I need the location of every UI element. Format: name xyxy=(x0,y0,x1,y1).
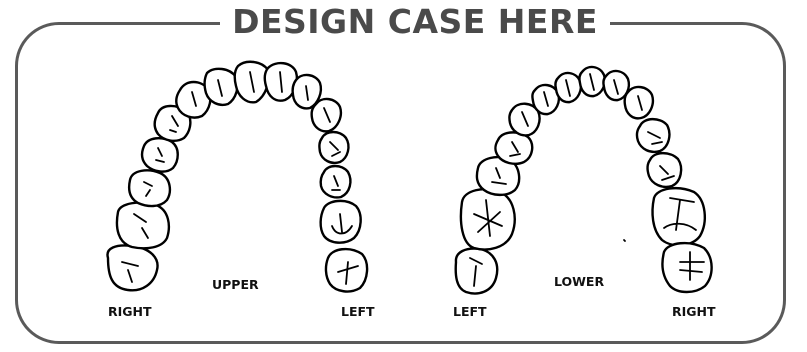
lower-tooth-37 xyxy=(456,249,498,294)
lower-tooth-43 xyxy=(625,87,653,118)
lower-tooth-34 xyxy=(495,132,532,163)
lower-arch: LOWER LEFT RIGHT xyxy=(453,67,716,319)
upper-arch: UPPER RIGHT LEFT xyxy=(108,62,376,319)
lower-side-right-label: RIGHT xyxy=(672,304,716,319)
upper-tooth-16 xyxy=(129,170,170,206)
upper-side-right-label: RIGHT xyxy=(108,304,152,319)
upper-arch-label: UPPER xyxy=(212,277,259,292)
upper-tooth-24 xyxy=(319,132,348,163)
lower-tooth-47 xyxy=(662,243,711,292)
lower-dot-mark xyxy=(624,240,625,241)
upper-tooth-18 xyxy=(108,246,158,291)
lower-arch-label: LOWER xyxy=(554,274,604,289)
upper-tooth-12 xyxy=(205,69,238,105)
lower-side-left-label: LEFT xyxy=(453,304,487,319)
upper-tooth-15 xyxy=(142,138,178,171)
upper-side-left-label: LEFT xyxy=(341,304,375,319)
upper-tooth-17 xyxy=(117,203,169,249)
